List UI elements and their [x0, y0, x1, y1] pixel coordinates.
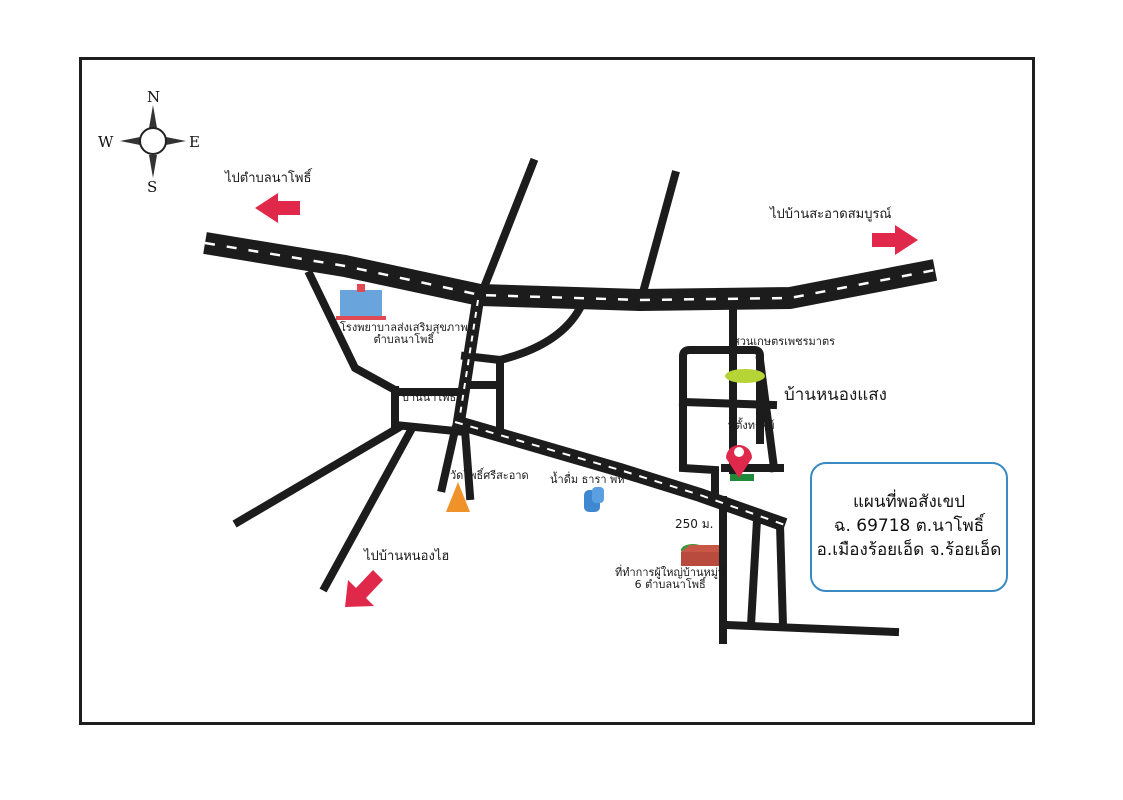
temple-label: วัดโพธิ์ศรีสะอาด — [450, 469, 529, 482]
water-bottle-icon — [584, 487, 604, 512]
direction-label-east: ไปบ้านสะอาดสมบูรณ์ — [770, 207, 892, 222]
headman-label-line2: 6 ตำบลนาโพธิ์ — [634, 578, 706, 592]
location-label: ที่ตั้งทรัพย์ — [728, 419, 775, 432]
farm-label: สวนเกษตรเพชรมาตร — [733, 335, 835, 348]
arrow-west-icon — [255, 193, 300, 223]
farm-icon — [725, 369, 765, 383]
village-na-pho-label: บ้านนาโพธิ์ — [402, 391, 457, 404]
water-label: น้ำดื่ม ธารา พห — [550, 473, 625, 486]
location-pin-icon — [726, 445, 754, 481]
compass-north: N — [147, 88, 161, 106]
headman-office-label: ที่ทำการผู้ใหญ่บ้านหมู่ที่ 6 ตำบลนาโพธิ์ — [615, 566, 726, 592]
compass-west: W — [98, 133, 114, 151]
title-line1: แผนที่พอสังเขป — [852, 492, 966, 513]
compass-east: E — [189, 133, 200, 151]
hospital-icon — [336, 284, 386, 320]
hospital-label-line2: ตำบลนาโพธิ์ — [373, 333, 435, 347]
direction-label-southwest: ไปบ้านหนองไฮ — [364, 549, 450, 564]
title-line3: อ.เมืองร้อยเอ็ด จ.ร้อยเอ็ด — [816, 539, 1002, 560]
headman-label-line1: ที่ทำการผู้ใหญ่บ้านหมู่ที่ — [615, 566, 726, 579]
hospital-label-line1: โรงพยาบาลส่งเสริมสุขภาพ — [340, 321, 468, 334]
distance-label: 250 ม. — [675, 517, 714, 531]
village-nong-saeng-label: บ้านหนองแสง — [784, 385, 887, 405]
arrow-southwest-icon — [345, 570, 383, 607]
map-frame — [79, 57, 1035, 725]
compass-rose-icon — [120, 105, 186, 178]
map-title-box: แผนที่พอสังเขป ฉ. 69718 ต.นาโพธิ์ อ.เมือ… — [810, 462, 1008, 592]
arrow-east-icon — [872, 225, 918, 255]
main-highway — [203, 232, 938, 542]
compass-south: S — [147, 178, 158, 196]
temple-icon — [446, 482, 470, 512]
office-building-icon — [681, 544, 719, 566]
hospital-label: โรงพยาบาลส่งเสริมสุขภาพ ตำบลนาโพธิ์ — [340, 321, 468, 347]
direction-label-west: ไปตำบลนาโพธิ์ — [225, 171, 312, 186]
title-line2: ฉ. 69718 ต.นาโพธิ์ — [833, 516, 985, 537]
